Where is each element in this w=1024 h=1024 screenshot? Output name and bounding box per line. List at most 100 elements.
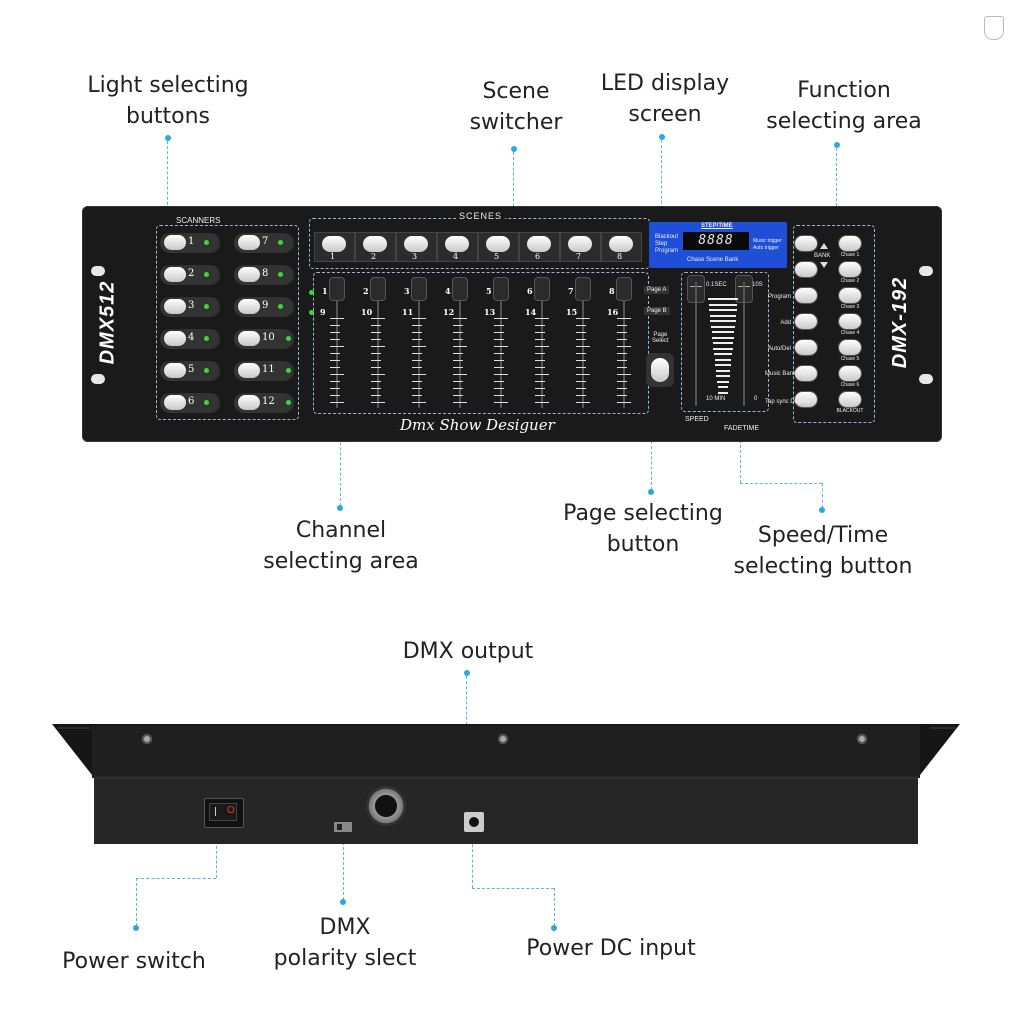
scene-button[interactable] — [445, 236, 469, 252]
scanner-button[interactable] — [164, 267, 186, 282]
brand-script: Dmx Show Desiguer — [400, 416, 555, 434]
power-dc-input-socket — [469, 817, 479, 827]
function-left-button[interactable] — [795, 262, 817, 277]
channel-number-top: 3 — [404, 286, 410, 296]
chase-button[interactable] — [839, 314, 861, 329]
page-select-button-cap[interactable] — [651, 358, 669, 382]
scanner-button[interactable] — [164, 363, 186, 378]
mount-hole-right-bottom — [919, 374, 933, 384]
chase-button[interactable] — [839, 262, 861, 277]
scene-button[interactable] — [568, 236, 592, 252]
chase-button[interactable] — [839, 392, 861, 407]
display-header: STEP/TIME — [701, 223, 733, 229]
bank-up-icon[interactable] — [820, 243, 828, 249]
fader-tick — [494, 402, 508, 403]
fader-track — [377, 280, 379, 408]
fader-tick — [453, 402, 467, 403]
fader-tick — [412, 325, 422, 326]
fader-tick — [535, 395, 545, 396]
fader-tick — [617, 381, 627, 382]
fader-tick — [453, 332, 463, 333]
fader-tick — [371, 402, 385, 403]
scene-button[interactable] — [322, 236, 346, 252]
leader-line-polarity — [343, 832, 344, 900]
scanner-led — [286, 400, 291, 405]
power-dc-input[interactable] — [464, 812, 484, 832]
leader-line-dc-v — [472, 834, 473, 888]
scanner-button[interactable] — [238, 363, 260, 378]
display-digits: 8888 — [683, 232, 749, 250]
chase-label: Chase 3 — [840, 304, 860, 310]
scanner-button[interactable] — [238, 299, 260, 314]
chase-button[interactable] — [839, 288, 861, 303]
channel-fader-knob[interactable] — [535, 278, 549, 300]
bank-down-icon[interactable] — [820, 262, 828, 268]
chase-button[interactable] — [839, 340, 861, 355]
channel-fader-knob[interactable] — [371, 278, 385, 300]
channel-fader-knob[interactable] — [576, 278, 590, 300]
fader-tick — [412, 332, 422, 333]
scene-button[interactable] — [609, 236, 633, 252]
scene-button[interactable] — [486, 236, 510, 252]
dmx-polarity-switch[interactable] — [334, 822, 352, 832]
scanner-button[interactable] — [164, 299, 186, 314]
function-left-button[interactable] — [795, 366, 817, 381]
fader-tick — [330, 395, 340, 396]
function-left-button[interactable] — [795, 314, 817, 329]
speed-tick — [718, 391, 728, 394]
channel-fader-knob[interactable] — [330, 278, 344, 300]
chase-button[interactable] — [839, 236, 861, 251]
scene-button[interactable] — [527, 236, 551, 252]
fader-tick — [535, 318, 549, 319]
scanner-number: 9 — [262, 300, 269, 311]
channel-fader-knob[interactable] — [412, 278, 426, 300]
fader-track — [623, 280, 625, 408]
fader-track — [500, 280, 502, 408]
scene-button[interactable] — [404, 236, 428, 252]
power-switch[interactable]: O — [204, 798, 244, 828]
leader-line-dmx-out-v — [466, 676, 467, 740]
scanner-button[interactable] — [238, 331, 260, 346]
bank-label: BANK — [814, 253, 831, 259]
scanner-button[interactable] — [238, 395, 260, 410]
scanner-button[interactable] — [238, 267, 260, 282]
channel-fader-knob[interactable] — [453, 278, 467, 300]
function-left-button[interactable] — [795, 236, 817, 251]
scanner-button[interactable] — [164, 395, 186, 410]
callout-function-area: Function selecting area — [766, 78, 922, 134]
fader-tick — [535, 381, 545, 382]
channel-fader-knob[interactable] — [494, 278, 508, 300]
scanner-button[interactable] — [238, 235, 260, 250]
fader-tick — [494, 367, 504, 368]
function-left-button[interactable] — [795, 340, 817, 355]
channel-number-top: 5 — [486, 286, 492, 296]
scanner-number: 1 — [188, 236, 195, 247]
fader-tick — [576, 353, 586, 354]
speed-group — [681, 272, 769, 412]
chase-button[interactable] — [839, 366, 861, 381]
channel-fader-knob[interactable] — [617, 278, 631, 300]
scanner-button[interactable] — [164, 331, 186, 346]
fader-tick — [453, 395, 463, 396]
rear-screw-middle — [498, 734, 508, 744]
leader-line-dc-h — [472, 888, 554, 889]
function-left-button[interactable] — [795, 288, 817, 303]
scene-button[interactable] — [363, 236, 387, 252]
fader-tick — [576, 332, 586, 333]
fader-tick — [535, 332, 545, 333]
fader-tick — [535, 325, 545, 326]
scanner-button[interactable] — [164, 235, 186, 250]
dmx-polarity-switch-slider[interactable] — [337, 824, 342, 830]
function-left-button[interactable] — [795, 392, 817, 407]
page-select-button[interactable] — [646, 353, 674, 387]
fader-tick — [453, 367, 463, 368]
fader-tick — [330, 381, 340, 382]
fader-tick — [535, 374, 549, 375]
fader-tick — [412, 339, 422, 340]
fader-tick — [617, 360, 627, 361]
dmx-output-connector[interactable] — [366, 786, 406, 826]
speed-tick — [712, 342, 734, 344]
fader-tick — [330, 374, 344, 375]
power-switch-rocker[interactable]: O — [209, 803, 237, 821]
speed-tick — [708, 298, 738, 300]
